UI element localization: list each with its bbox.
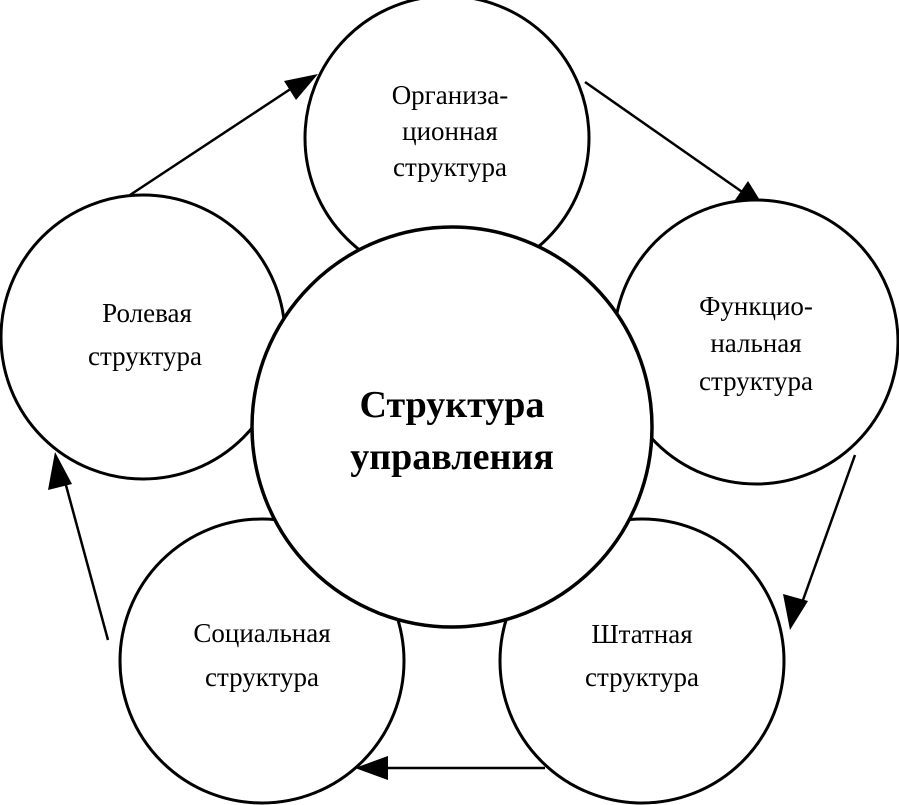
node-role-line-1: Ролевая: [102, 298, 192, 328]
center-title-line-1: Структура: [360, 384, 545, 426]
arrow-organizational-to-functional: [584, 80, 749, 198]
node-functional: Функцио- нальная структура: [612, 198, 899, 486]
node-staffing: Штатная структура: [498, 517, 786, 805]
node-role-line-2: структура: [88, 341, 202, 371]
arrow-functional-to-staffing: [801, 454, 857, 601]
arrow-social-to-role: [62, 477, 110, 641]
node-staffing-line-2: структура: [585, 662, 699, 692]
node-staffing-line-1: Штатная: [591, 619, 692, 649]
node-organizational: Организа- ционная структура: [303, 0, 591, 282]
node-social-line-2: структура: [205, 662, 319, 692]
center-title-line-2: управления: [350, 436, 554, 478]
arrow-role-to-organizational: [129, 86, 293, 197]
arrowhead-role-icon: [48, 452, 72, 490]
node-social: Социальная структура: [118, 517, 406, 805]
node-organizational-line-2: ционная: [402, 116, 498, 146]
arrows: [48, 74, 857, 780]
arrowhead-social-icon: [355, 756, 388, 780]
node-functional-line-1: Функцио-: [699, 291, 813, 321]
node-organizational-line-1: Организа-: [392, 80, 509, 110]
node-functional-line-2: нальная: [710, 328, 801, 358]
node-functional-line-3: структура: [699, 366, 813, 396]
arrowhead-organizational-icon: [284, 74, 318, 100]
node-social-line-1: Социальная: [193, 618, 330, 648]
node-center: Структура управления: [250, 225, 654, 629]
node-role: Ролевая структура: [0, 193, 287, 481]
node-organizational-line-3: структура: [393, 152, 507, 182]
arrowhead-staffing-icon: [783, 594, 808, 630]
